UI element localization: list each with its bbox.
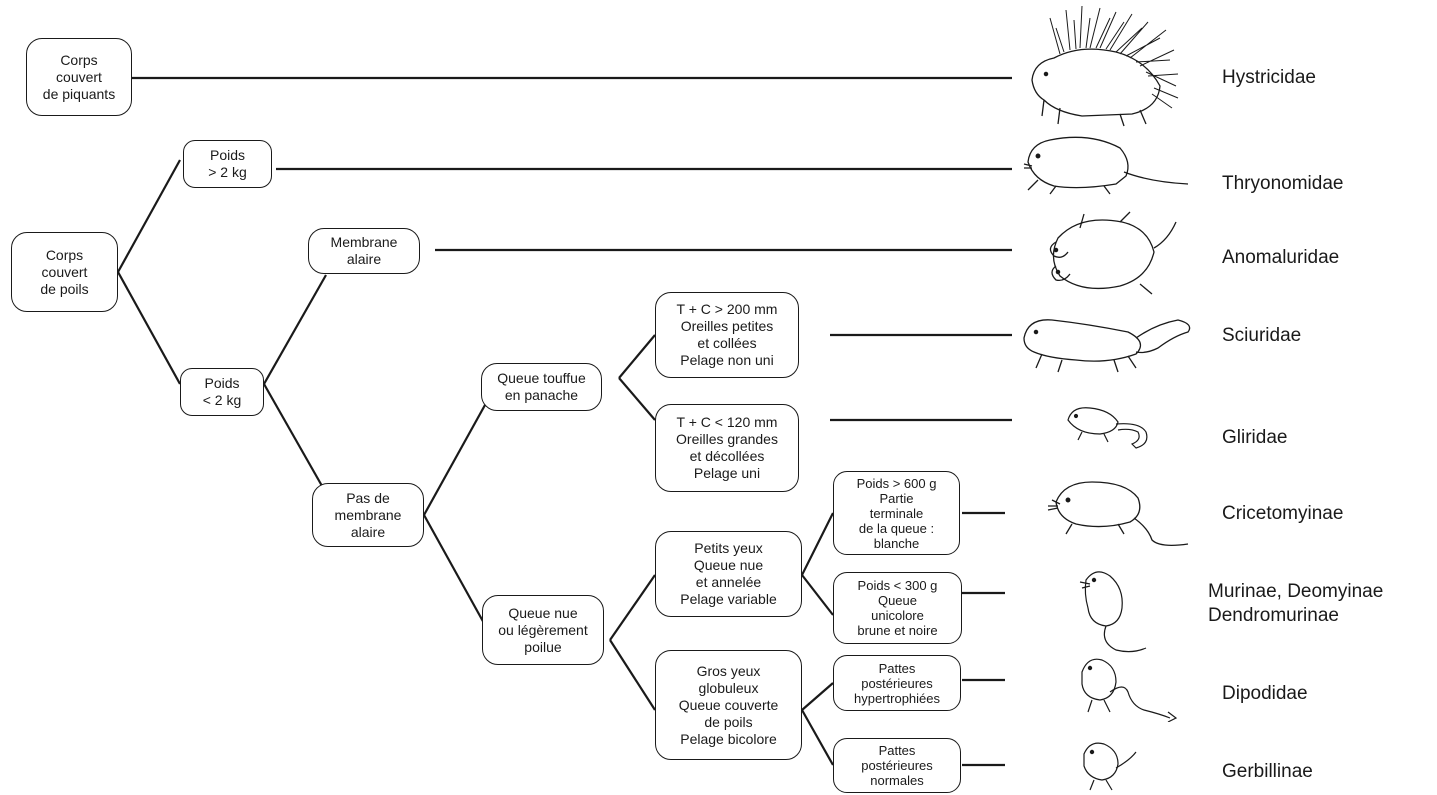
node-queue-nue: Queue nue ou légèrement poilue: [482, 595, 604, 665]
node-membrane-alaire: Membrane alaire: [308, 228, 420, 274]
node-pattes-normales: Pattes postérieures normales: [833, 738, 961, 793]
node-tc-200: T + C > 200 mm Oreilles petites et collé…: [655, 292, 799, 378]
gerbil-icon: [1083, 742, 1137, 791]
taxon-thryonomidae: Thryonomidae: [1222, 173, 1344, 194]
connector-line: [618, 377, 656, 421]
node-poids-600g: Poids > 600 g Partie terminale de la que…: [833, 471, 960, 555]
taxon-hystricidae: Hystricidae: [1222, 67, 1316, 88]
connector-line: [609, 574, 656, 641]
connector-line: [423, 404, 486, 516]
squirrel-icon: [1023, 319, 1191, 373]
flying-squirrel-icon: [1049, 211, 1177, 295]
connector-line: [618, 334, 656, 379]
connector-line: [801, 682, 834, 711]
node-tc-120: T + C < 120 mm Oreilles grandes et décol…: [655, 404, 799, 492]
node-pas-membrane: Pas de membrane alaire: [312, 483, 424, 547]
node-corps-poils: Corps couvert de poils: [11, 232, 118, 312]
mouse-icon: [1079, 571, 1147, 653]
taxon-cricetomyinae: Cricetomyinae: [1222, 503, 1344, 524]
node-poids-inf-2kg: Poids < 2 kg: [180, 368, 264, 416]
node-poids-sup-2kg: Poids > 2 kg: [183, 140, 272, 188]
connector-line: [801, 512, 834, 576]
node-corps-piquants: Corps couvert de piquants: [26, 38, 132, 116]
connector-line: [117, 271, 181, 385]
node-poids-300g: Poids < 300 g Queue unicolore brune et n…: [833, 572, 962, 644]
connector-line: [801, 574, 834, 616]
taxon-gliridae: Gliridae: [1222, 427, 1288, 448]
taxon-murinae-deomyinae-dendromurinae: Murinae, Deomyinae Dendromurinae: [1208, 581, 1384, 626]
dormouse-icon: [1067, 407, 1148, 449]
connector-line: [117, 159, 181, 273]
connector-line: [609, 639, 656, 711]
connector-line: [263, 383, 327, 494]
connector-line: [263, 274, 327, 385]
node-pattes-hypertrophiees: Pattes postérieures hypertrophiées: [833, 655, 961, 711]
node-petits-yeux: Petits yeux Queue nue et annelée Pelage …: [655, 531, 802, 617]
taxon-sciuridae: Sciuridae: [1222, 325, 1302, 346]
taxon-gerbillinae: Gerbillinae: [1222, 761, 1313, 782]
taxon-anomaluridae: Anomaluridae: [1222, 247, 1340, 268]
connector-line: [423, 514, 486, 626]
connector-line: [801, 709, 834, 766]
cane-rat-icon: [1023, 136, 1189, 195]
porcupine-icon: [1031, 5, 1179, 127]
node-gros-yeux: Gros yeux globuleux Queue couverte de po…: [655, 650, 802, 760]
giant-pouched-rat-icon: [1047, 481, 1189, 546]
node-queue-touffue: Queue touffue en panache: [481, 363, 602, 411]
taxon-dipodidae: Dipodidae: [1222, 683, 1308, 704]
jerboa-icon: [1081, 658, 1178, 722]
